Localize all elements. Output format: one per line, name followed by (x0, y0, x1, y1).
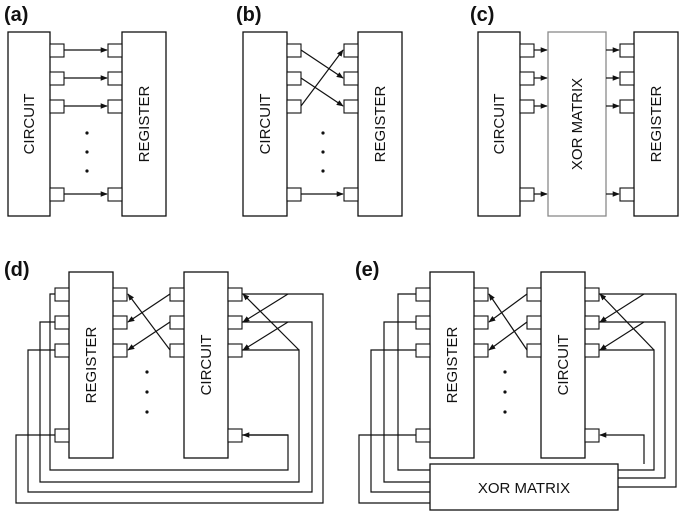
panel-d-label: (d) (4, 259, 30, 281)
panel-a: (a) CIRCUIT REGISTER (4, 4, 167, 217)
panel-b-register-label: REGISTER (372, 85, 389, 162)
panel-c-register-box (633, 31, 679, 217)
panel-a-circuit-label: CIRCUIT (21, 94, 38, 155)
panel-d-register-label: REGISTER (83, 326, 100, 403)
panel-e-ellipsis (503, 370, 507, 414)
panel-c-circuit-label: CIRCUIT (491, 94, 508, 155)
panel-b-circuit-box (242, 31, 288, 217)
panel-a-ellipsis (85, 131, 89, 173)
panel-c-circuit-box (477, 31, 521, 217)
panel-d: (d) REGISTER CIRCUIT (4, 259, 324, 504)
panel-e-circuit-box (540, 271, 586, 459)
panel-c-ports (519, 43, 635, 202)
panel-d-feedback-wires (15, 293, 324, 504)
panel-e-register-label: REGISTER (444, 326, 461, 403)
panel-b-label: (b) (236, 4, 262, 26)
panel-c: (c) CIRCUIT XOR MATRIX REGISTER (470, 4, 679, 217)
panel-e-crossing-arrows (488, 293, 528, 351)
panel-e: (e) REGISTER CIRCUIT XOR MATRIX (355, 259, 677, 511)
panel-b-register-box (357, 31, 403, 217)
panel-d-circuit-box (183, 271, 229, 459)
panel-b-connections (300, 49, 344, 197)
panel-c-register-label: REGISTER (648, 85, 665, 162)
panel-a-connections (64, 47, 108, 197)
panel-c-label: (c) (470, 4, 494, 26)
panel-d-register-box (68, 271, 114, 459)
panel-e-feedback-wires (358, 293, 677, 504)
panel-a-circuit-box (7, 31, 51, 217)
panel-b-ellipsis (321, 131, 325, 173)
panel-e-xor-box (429, 463, 619, 511)
panel-c-xor-box (547, 31, 607, 217)
panel-a-register-box (121, 31, 167, 217)
panel-c-xor-label: XOR MATRIX (569, 78, 586, 170)
panel-d-ports (54, 287, 243, 443)
panel-a-label: (a) (4, 4, 28, 26)
panel-a-register-label: REGISTER (136, 85, 153, 162)
panel-d-ellipsis (145, 370, 149, 414)
panel-b-circuit-label: CIRCUIT (257, 94, 274, 155)
panel-c-connections (534, 47, 620, 197)
panel-e-label: (e) (355, 259, 379, 281)
panel-e-xor-label: XOR MATRIX (478, 480, 570, 497)
panel-d-crossing-arrows (127, 293, 171, 351)
panel-a-ports (49, 43, 123, 202)
panel-e-circuit-label: CIRCUIT (555, 335, 572, 396)
panel-e-register-box (429, 271, 475, 459)
panel-d-circuit-label: CIRCUIT (198, 335, 215, 396)
panel-b: (b) CIRCUIT REGISTER (236, 4, 403, 217)
panel-b-ports (286, 43, 359, 202)
